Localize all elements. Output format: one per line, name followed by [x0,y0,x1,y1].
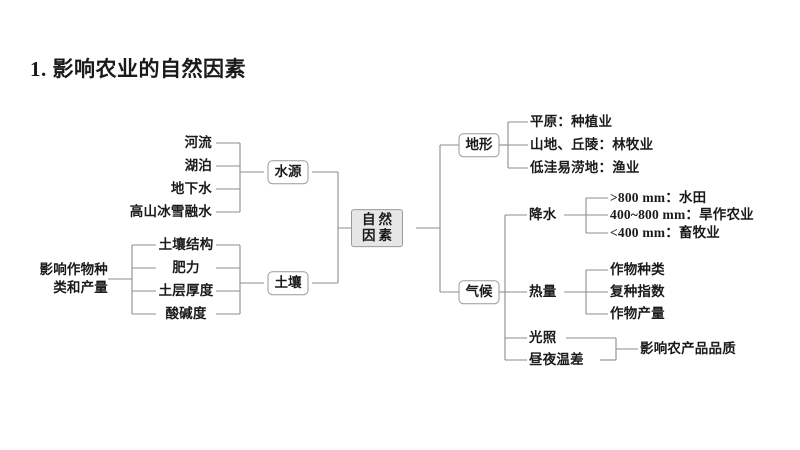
center-node-line1: 自然 [362,212,395,228]
pair-result-label: 影响农产品品质 [640,340,736,356]
list-item: 土壤结构 [158,236,214,252]
list-item-sunlight: 光照 [529,329,557,345]
list-item: 土层厚度 [158,282,214,298]
list-item: 平原：种植业 [530,113,613,129]
list-item: 复种指数 [610,283,665,299]
node-terrain[interactable]: 地形 [458,133,500,157]
list-item: <400 mm：畜牧业 [610,224,721,240]
subgroup-label-precipitation: 降水 [529,206,557,222]
list-item: 作物产量 [610,305,665,321]
node-water-source[interactable]: 水源 [267,160,309,184]
node-soil[interactable]: 土壤 [267,271,309,295]
subgroup-label-heat: 热量 [529,283,557,299]
left-outcome-line2: 类和产量 [53,280,108,295]
list-item: 山地、丘陵：林牧业 [530,136,654,152]
list-item: 400~800 mm：旱作农业 [610,206,754,222]
left-outcome-line1: 影响作物种 [39,261,108,277]
list-item: 肥力 [172,259,200,275]
node-climate[interactable]: 气候 [458,280,500,304]
list-item: 高山冰雪融水 [129,203,212,219]
list-item: 低洼易涝地：渔业 [530,159,640,175]
list-item: 湖泊 [184,157,212,173]
list-item: 地下水 [170,180,212,196]
center-node-line2: 因素 [362,228,395,243]
list-item-diurnal-range: 昼夜温差 [529,351,584,367]
left-outcome-label: 影响作物种 类和产量 [40,261,109,297]
list-item: 河流 [184,134,212,150]
center-node-natural-factors[interactable]: 自然 因素 [351,209,403,247]
page-title: 1. 影响农业的自然因素 [30,57,246,81]
list-item: 酸碱度 [165,305,207,321]
list-item: 作物种类 [610,261,665,277]
list-item: >800 mm：水田 [610,189,707,205]
